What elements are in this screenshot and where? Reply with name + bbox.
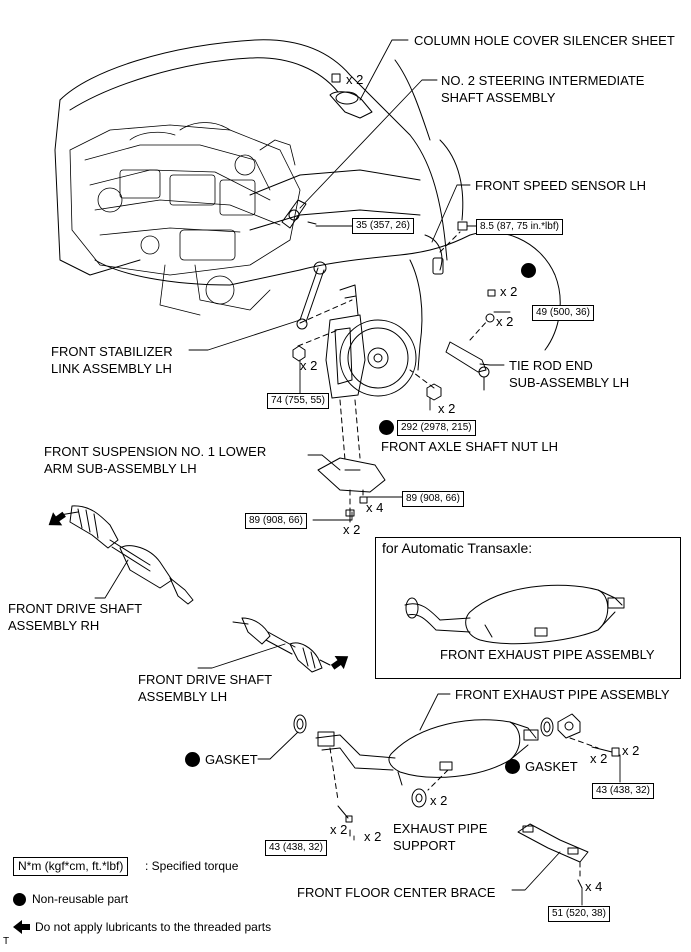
silencer-sheet-part: [329, 73, 373, 119]
automatic-transaxle-inset: [375, 537, 681, 679]
legend-nonreusable-dot: [13, 893, 26, 906]
qty-tierod-nut: x 2: [496, 314, 514, 329]
label-exhaust-pipe: FRONT EXHAUST PIPE ASSEMBLY: [455, 687, 670, 702]
label-intermediate-shaft: NO. 2 STEERING INTERMEDIATE SHAFT ASSEMB…: [441, 73, 645, 105]
nonreusable-marker-gasket-right: [505, 759, 520, 774]
torque-intermediate-shaft: 35 (357, 26): [352, 218, 414, 234]
label-tie-rod-end: TIE ROD END SUB-ASSEMBLY LH: [509, 358, 630, 390]
legend-torque-desc: : Specified torque: [145, 859, 239, 873]
nonreusable-marker-gasket-left: [185, 752, 200, 767]
leader-lines: [94, 39, 621, 906]
torque-lower-arm-bolt: 89 (908, 66): [245, 513, 307, 529]
legend-no-lube: Do not apply lubricants to the threaded …: [35, 920, 272, 934]
floor-brace-part: [517, 823, 589, 889]
qty-exhaust-r2: x 2: [590, 751, 608, 766]
tie-rod-end-part: [445, 289, 496, 391]
label-silencer-sheet: COLUMN HOLE COVER SILENCER SHEET: [414, 33, 675, 48]
exhaust-alignment-lines: [329, 737, 599, 881]
qty-silencer: x 2: [346, 72, 364, 87]
torque-lower-arm-nut: 89 (908, 66): [402, 491, 464, 507]
label-drive-shaft-rh: FRONT DRIVE SHAFT ASSEMBLY RH: [8, 601, 143, 633]
alignment-lines: [297, 231, 489, 509]
qty-lowerarm-nut: x 4: [366, 500, 384, 515]
torque-floor-brace: 51 (520, 38): [548, 906, 610, 922]
torque-axle-nut: 292 (2978, 215): [397, 420, 476, 436]
qty-exhaust-l2: x 2: [364, 829, 382, 844]
label-exhaust-support: EXHAUST PIPE SUPPORT: [393, 821, 488, 853]
label-gasket-right: GASKET: [525, 759, 578, 774]
qty-exhaust-r1: x 2: [622, 743, 640, 758]
label-floor-brace: FRONT FLOOR CENTER BRACE: [297, 885, 496, 900]
nonreusable-marker-tierod: [521, 263, 536, 278]
label-speed-sensor: FRONT SPEED SENSOR LH: [475, 178, 646, 193]
exhaust-support-part: [411, 788, 427, 808]
exhaust-bolts-left: [337, 805, 353, 837]
figure-code: T: [3, 936, 10, 947]
label-drive-shaft-lh: FRONT DRIVE SHAFT ASSEMBLY LH: [138, 672, 273, 704]
exhaust-pipe-part: [315, 719, 539, 786]
label-stabilizer-link: FRONT STABILIZER LINK ASSEMBLY LH: [51, 344, 173, 376]
drive-shaft-rh-part: [59, 505, 194, 605]
label-axle-nut: FRONT AXLE SHAFT NUT LH: [381, 439, 558, 454]
knuckle-brake-assembly: [325, 284, 417, 399]
lower-arm-part: [317, 457, 386, 523]
torque-exhaust-left: 43 (438, 32): [265, 840, 327, 856]
torque-speed-sensor: 8.5 (87, 75 in.*lbf): [476, 219, 563, 235]
legend-nonreusable: Non-reusable part: [32, 892, 129, 906]
drive-shaft-lh-part: [232, 617, 331, 673]
qty-lowerarm-bolt: x 2: [343, 522, 361, 537]
qty-stabilizer: x 2: [300, 358, 318, 373]
label-gasket-left: GASKET: [205, 752, 258, 767]
torque-stabilizer: 74 (755, 55): [267, 393, 329, 409]
at-exhaust-part: [404, 584, 625, 645]
nonreusable-marker-axle-nut: [379, 420, 394, 435]
no-lube-arrows: [48, 511, 349, 670]
stud-bolt: [591, 746, 613, 753]
gasket-right-part: [540, 717, 554, 737]
torque-tie-rod: 49 (500, 36): [532, 305, 594, 321]
qty-axle: x 2: [438, 401, 456, 416]
engine-assembly: [69, 122, 301, 316]
qty-tierod-pin: x 2: [500, 284, 518, 299]
qty-brace: x 4: [585, 879, 603, 894]
qty-exhaust-l1: x 2: [330, 822, 348, 837]
torque-exhaust-right: 43 (438, 32): [592, 783, 654, 799]
inset-exhaust-label: FRONT EXHAUST PIPE ASSEMBLY: [440, 647, 655, 662]
qty-support: x 2: [430, 793, 448, 808]
stabilizer-link-part: [296, 261, 327, 330]
inset-title: for Automatic Transaxle:: [382, 540, 533, 556]
label-lower-arm: FRONT SUSPENSION NO. 1 LOWER ARM SUB-ASS…: [44, 444, 267, 476]
legend-torque-unit: N*m (kgf*cm, ft.*lbf): [13, 857, 129, 876]
gasket-left-part: [293, 714, 307, 734]
intermediate-shaft-part: [281, 199, 317, 229]
flange-part: [557, 713, 581, 739]
